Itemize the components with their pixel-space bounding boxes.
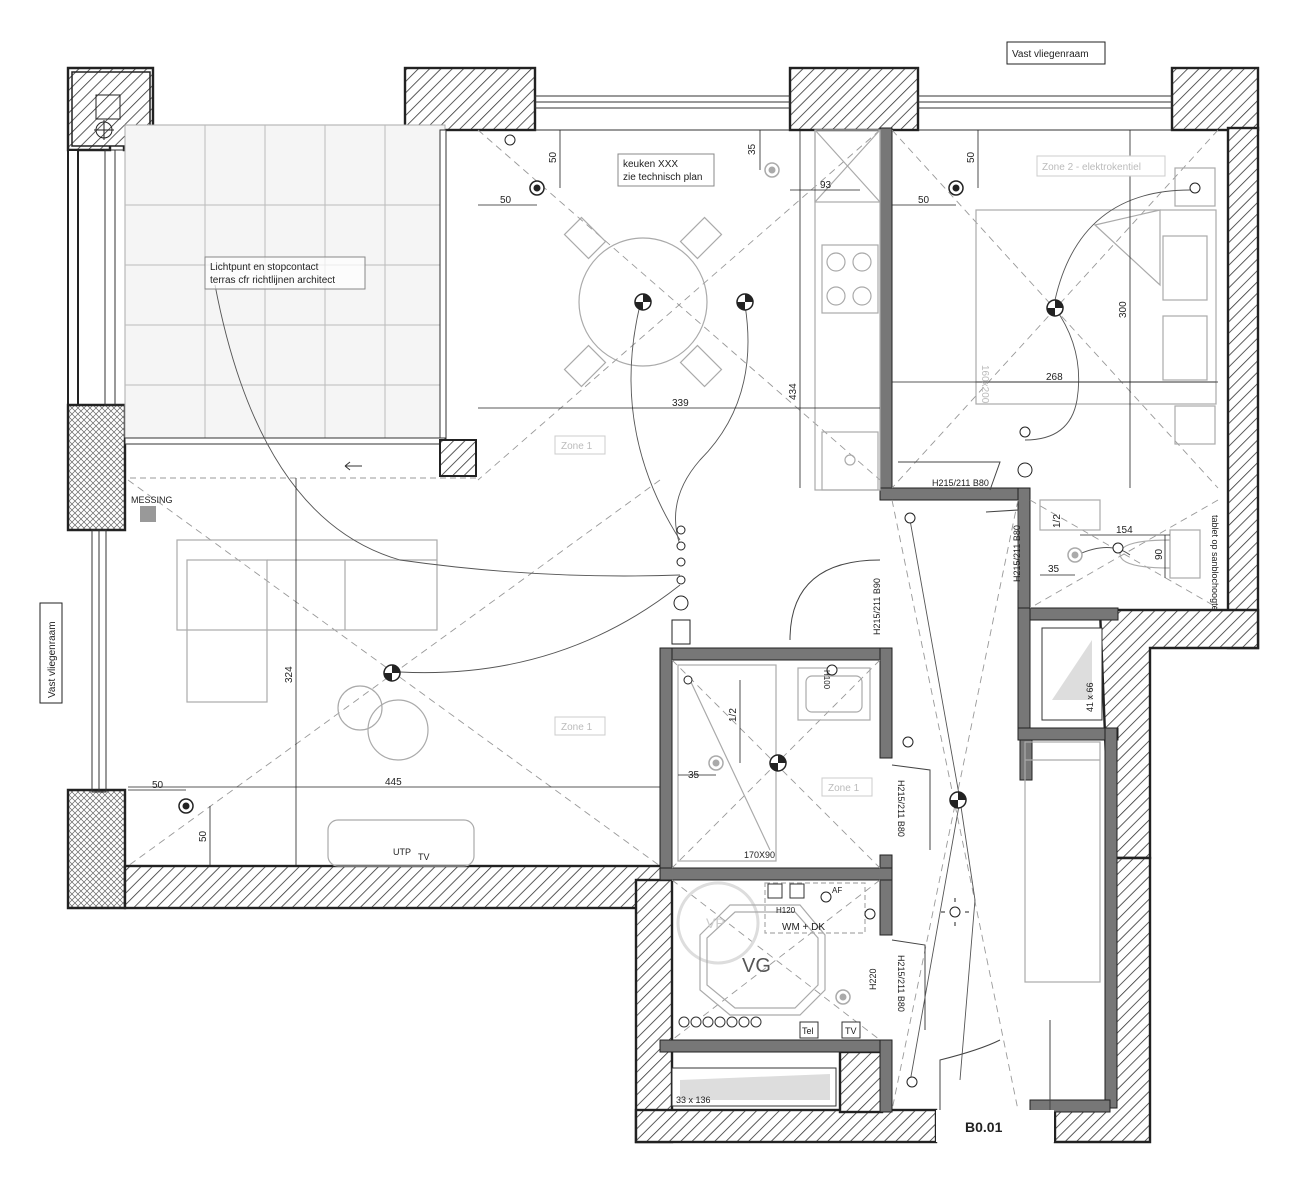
shaft-size-1: 41 x 66 xyxy=(1085,682,1095,712)
ceiling-light-icon xyxy=(383,664,401,682)
door-label-bedroom: H215/211 B80 xyxy=(932,478,989,488)
terrace-tiles xyxy=(124,124,477,479)
dim-50: 50 xyxy=(966,151,977,163)
wiring xyxy=(214,189,1191,1083)
labels: Vast vliegenraam Vast vliegenraam keuken… xyxy=(39,41,1220,1135)
vg-label: VG xyxy=(742,955,771,977)
tv-living-label: TV xyxy=(418,852,430,862)
spot-light-icon xyxy=(178,798,194,814)
windows xyxy=(91,95,1173,793)
dim-339: 339 xyxy=(672,398,689,409)
door-label-bathroom: H215/211 B80 xyxy=(896,780,906,837)
dim-90: 90 xyxy=(1154,548,1165,560)
kitchen-note-1: keuken XXX xyxy=(623,159,678,170)
messing-label: MESSING xyxy=(131,495,173,505)
furniture xyxy=(94,94,1217,1107)
fixed-window-left-label: Vast vliegenraam xyxy=(47,621,58,698)
dimension-values: 50 50 50 50 50 50 35 35 35 93 339 434 30… xyxy=(152,143,1165,842)
dim-154: 154 xyxy=(1116,525,1133,536)
vp-label: VP xyxy=(706,915,725,931)
kitchen-note-2: zie technisch plan xyxy=(623,172,703,183)
wall-light-icon xyxy=(835,989,851,1005)
tel-label: Tel xyxy=(802,1026,814,1036)
wm-label: WM + DK xyxy=(782,922,825,933)
zone2-label: Zone 2 - elektrokentiel xyxy=(1042,162,1141,173)
af-label: AF xyxy=(832,886,842,895)
zone1-kitchen: Zone 1 xyxy=(561,441,593,452)
dim-35: 35 xyxy=(747,143,758,155)
door-label-technical: H215/211 B80 xyxy=(896,955,906,1012)
shower-size-label: 170X90 xyxy=(744,850,775,860)
terrace-note-1: Lichtpunt en stopcontact xyxy=(210,262,319,273)
doors xyxy=(789,461,1054,1142)
dim-50: 50 xyxy=(198,830,209,842)
wall-light-icon xyxy=(764,162,780,178)
outer-walls xyxy=(66,66,1260,1144)
dim-half: 1/2 xyxy=(728,708,739,722)
dimension-lines xyxy=(128,130,1218,866)
unit-title: B0.01 xyxy=(965,1119,1003,1135)
light-points xyxy=(178,162,1083,1005)
dim-93: 93 xyxy=(820,180,832,191)
ceiling-light-icon xyxy=(736,293,754,311)
utp-label: UTP xyxy=(393,847,411,857)
inner-walls xyxy=(659,127,1119,1113)
dim-50: 50 xyxy=(918,195,930,206)
ceiling-light-icon xyxy=(634,293,652,311)
spot-light-icon xyxy=(948,180,964,196)
wall-light-icon xyxy=(708,755,724,771)
terrace-note-2: terras cfr richtlijnen architect xyxy=(210,275,335,286)
ceiling-light-icon xyxy=(1046,299,1064,317)
dim-434: 434 xyxy=(788,383,799,400)
ceiling-light-icon xyxy=(949,791,967,809)
door-label-h220: H220 xyxy=(868,968,878,990)
fixed-window-top-label: Vast vliegenraam xyxy=(1012,49,1089,60)
zone1-bathroom: Zone 1 xyxy=(828,783,860,794)
dim-300: 300 xyxy=(1118,301,1129,318)
h120-label: H120 xyxy=(776,906,796,915)
dim-50: 50 xyxy=(548,151,559,163)
shaft-size-2: 33 x 136 xyxy=(676,1095,711,1105)
dim-35: 35 xyxy=(688,770,700,781)
door-label-kitchen: H215/211 B90 xyxy=(872,578,882,635)
dim-50: 50 xyxy=(500,195,512,206)
bed-size-label: 160x200 xyxy=(979,365,990,404)
dim-35: 35 xyxy=(1048,564,1060,575)
dim-268: 268 xyxy=(1046,372,1063,383)
zone1-living: Zone 1 xyxy=(561,722,593,733)
dim-half-toilet: 1/2 xyxy=(1052,514,1063,528)
dim-445: 445 xyxy=(385,777,402,788)
dim-324: 324 xyxy=(284,666,295,683)
spot-light-icon xyxy=(529,180,545,196)
tablet-label: tablet op sanblochoogte xyxy=(1210,515,1220,611)
dim-50: 50 xyxy=(152,780,164,791)
outdoor-light-icon xyxy=(941,898,969,926)
h100-label: H100 xyxy=(822,670,831,690)
door-label-toilet: H215/211 B80 xyxy=(1012,525,1022,582)
ceiling-light-icon xyxy=(769,754,787,772)
switches xyxy=(504,134,1201,1088)
tv-label: TV xyxy=(845,1026,857,1036)
wall-light-icon xyxy=(1067,547,1083,563)
radiator-coils xyxy=(678,1016,762,1028)
